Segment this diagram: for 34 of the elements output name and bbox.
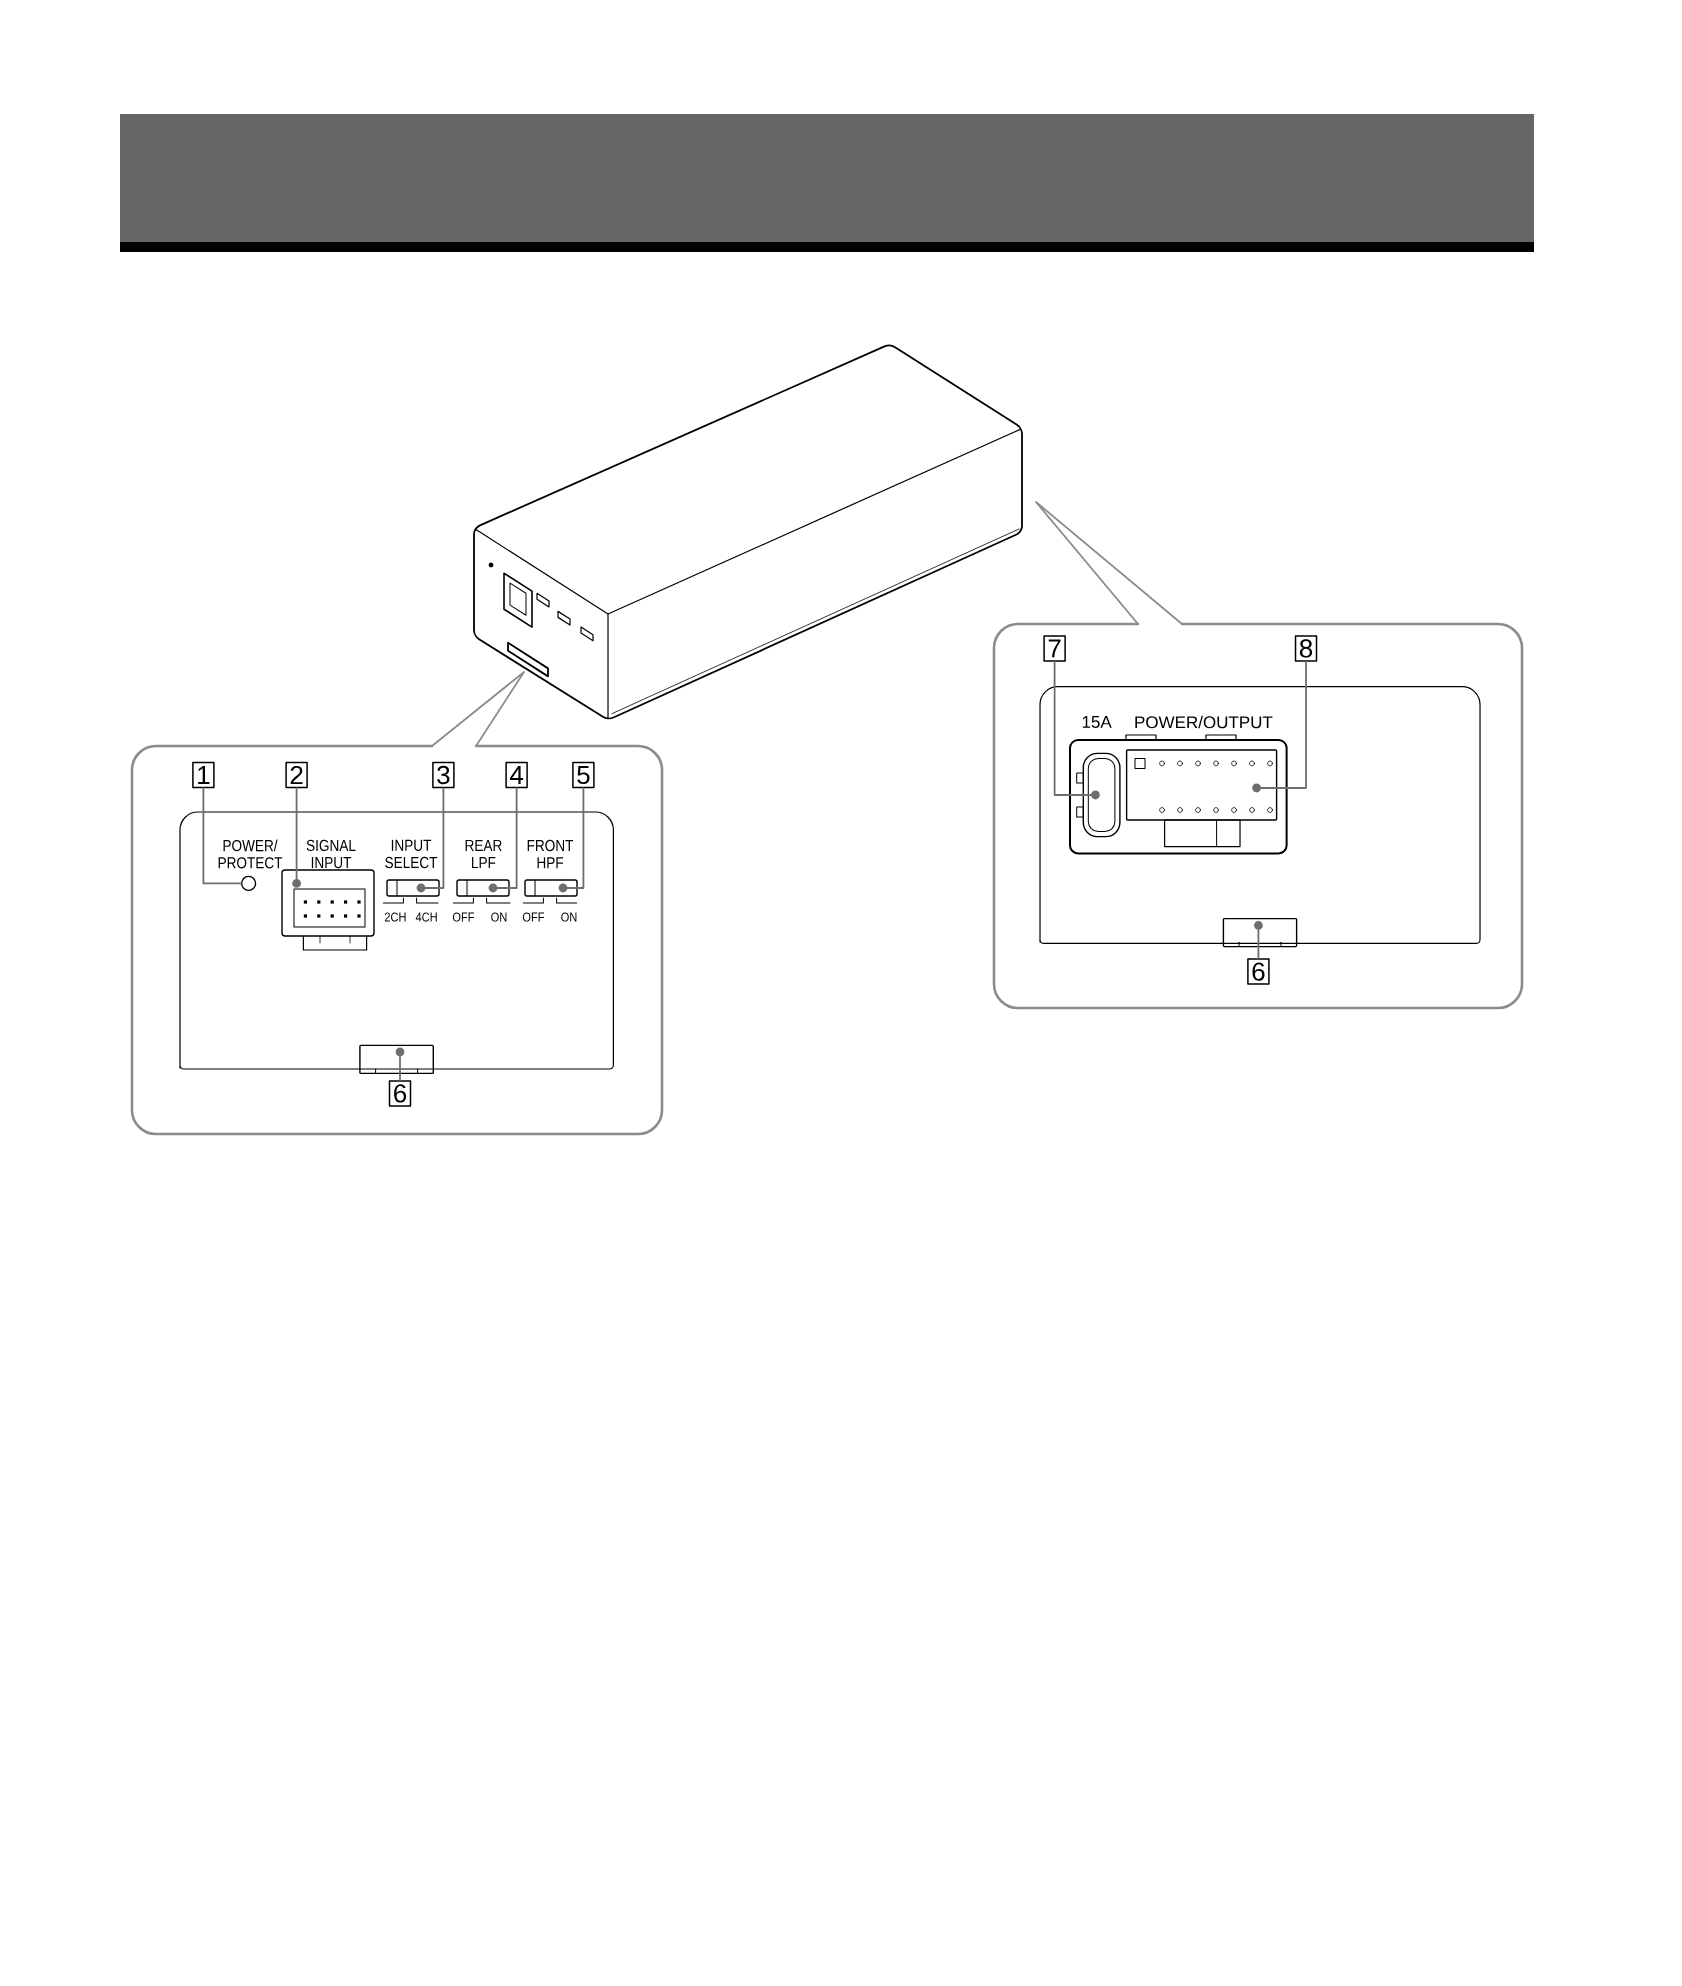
panel-label: FRONT HPF — [527, 839, 574, 869]
leader-line — [295, 787, 298, 880]
callout-number: 4 — [505, 761, 528, 789]
panel-label: REAR LPF — [465, 839, 502, 869]
callout-number: 6 — [1247, 958, 1270, 985]
callout-number: 1 — [192, 761, 215, 789]
panel-label: POWER/OUTPUT — [1135, 715, 1273, 729]
callout-number: 7 — [1043, 635, 1066, 662]
leader-line — [1257, 928, 1260, 960]
slide-switch — [456, 879, 510, 897]
callout-number: 2 — [285, 761, 308, 789]
leader-line — [399, 1055, 401, 1082]
slide-switch — [386, 879, 440, 897]
callout-number: 5 — [572, 761, 595, 789]
indicator-light — [240, 875, 257, 892]
fuse — [1076, 752, 1121, 838]
callout-number: 3 — [432, 761, 455, 789]
connector-socket — [281, 869, 375, 951]
leader-line — [1260, 660, 1307, 789]
callout-number: 6 — [388, 1080, 412, 1107]
slide-switch — [524, 879, 578, 897]
panel-label: SIGNAL INPUT — [306, 839, 356, 869]
cover-tab — [359, 1044, 434, 1075]
leader-line — [566, 787, 585, 889]
cover-tab — [1222, 917, 1298, 948]
panel-label: POWER/ PROTECT — [218, 839, 283, 869]
panel-label: 15A — [1082, 716, 1112, 728]
leader-line — [424, 787, 445, 889]
leader-line — [1053, 660, 1092, 796]
leader-line — [496, 787, 518, 889]
callout-number: 8 — [1294, 635, 1318, 662]
connector-socket — [1125, 749, 1278, 848]
panel-label: INPUT SELECT — [385, 839, 438, 869]
leader-line — [202, 787, 242, 885]
